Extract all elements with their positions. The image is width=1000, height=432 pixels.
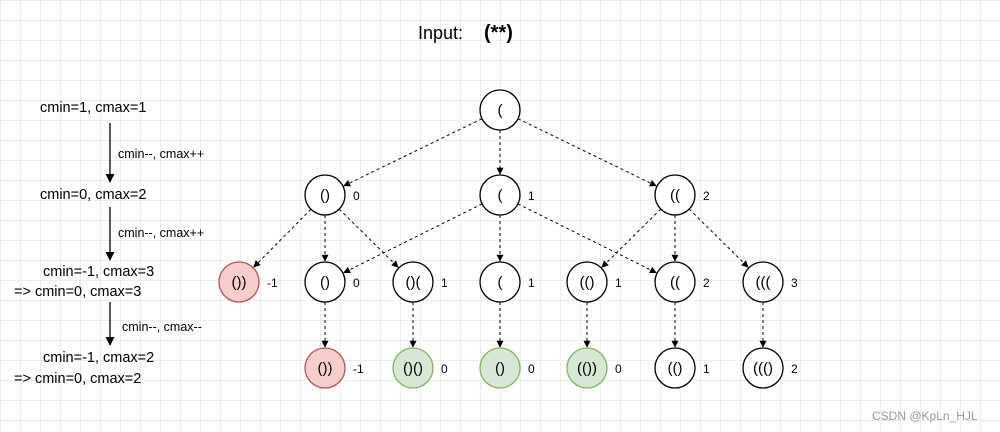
- node-label: (: [498, 274, 503, 291]
- operation-1: cmin--, cmax++: [118, 147, 204, 161]
- node-label: (): [495, 360, 505, 377]
- tree-edges: [253, 118, 767, 348]
- tree-node-l3f: ((() 2: [742, 347, 798, 389]
- tree-edge-root-l1a: [343, 118, 483, 187]
- tree-node-l1c: (( 2: [654, 174, 710, 216]
- tree-node-l2f: (( 2: [654, 261, 710, 303]
- state-2: cmin=0, cmax=2: [40, 187, 146, 203]
- node-open-count: 1: [528, 189, 535, 203]
- node-circle: [742, 261, 784, 303]
- node-open-count: 0: [528, 362, 535, 376]
- state-3-adjusted: => cmin=0, cmax=3: [14, 284, 141, 300]
- node-label: (: [498, 187, 503, 204]
- node-label: ((): [580, 274, 595, 291]
- node-circle: [479, 174, 521, 216]
- tree-nodes: (()0(1((2())-1()0()(1(1(()1((2(((3())-1(…: [218, 89, 798, 389]
- node-label: (): [320, 187, 330, 204]
- node-circle: [392, 347, 434, 389]
- node-circle: [392, 261, 434, 303]
- node-circle: [304, 174, 346, 216]
- tree-edge-l1b-l2f: [517, 203, 657, 274]
- tree-edge-l1b-l2b: [343, 203, 483, 274]
- node-circle: [479, 347, 521, 389]
- node-open-count: 1: [528, 276, 535, 290]
- tree-node-l3c: () 0: [479, 347, 535, 389]
- node-circle: [218, 261, 260, 303]
- node-open-count: 0: [615, 362, 622, 376]
- node-circle: [304, 261, 346, 303]
- node-circle: [742, 347, 784, 389]
- state-1: cmin=1, cmax=1: [40, 100, 146, 116]
- node-open-count: -1: [267, 276, 278, 290]
- left-panel: cmin=1, cmax=1 cmin=0, cmax=2 cmin=-1, c…: [14, 100, 204, 387]
- watermark: CSDN @KpLn_HJL: [872, 409, 978, 423]
- node-label: ()): [232, 274, 247, 291]
- node-circle: [654, 261, 696, 303]
- tree-node-l2b: () 0: [304, 261, 360, 303]
- node-label: (()): [577, 360, 597, 377]
- tree-edge-l1c-l2e: [601, 208, 662, 268]
- tree-node-l2a: ()) -1: [218, 261, 278, 303]
- node-open-count: 0: [353, 276, 360, 290]
- title-prefix: Input:: [418, 23, 463, 43]
- node-open-count: 0: [441, 362, 448, 376]
- node-label: (((: [756, 274, 771, 291]
- node-open-count: 1: [441, 276, 448, 290]
- node-label: (: [498, 102, 503, 119]
- node-open-count: 2: [703, 189, 710, 203]
- node-circle: [304, 347, 346, 389]
- node-open-count: 1: [703, 362, 710, 376]
- node-label: ()(: [406, 274, 421, 291]
- operation-2: cmin--, cmax++: [118, 226, 204, 240]
- node-open-count: 2: [703, 276, 710, 290]
- tree-node-l2c: ()( 1: [392, 261, 448, 303]
- node-circle: [566, 261, 608, 303]
- node-open-count: 3: [791, 276, 798, 290]
- operation-3: cmin--, cmax--: [122, 320, 202, 334]
- node-label: ((): [668, 360, 683, 377]
- node-circle: [654, 347, 696, 389]
- node-open-count: 1: [615, 276, 622, 290]
- tree-node-l2g: ((( 3: [742, 261, 798, 303]
- title-input-value: (**): [484, 22, 513, 44]
- node-circle: [566, 347, 608, 389]
- tree-node-l1a: () 0: [304, 174, 360, 216]
- node-label: (((): [753, 360, 773, 377]
- tree-node-l2d: (1: [479, 261, 535, 303]
- tree-node-l1b: (1: [479, 174, 535, 216]
- state-4-adjusted: => cmin=0, cmax=2: [14, 371, 141, 387]
- state-4: cmin=-1, cmax=2: [43, 350, 154, 366]
- tree-node-l3a: ()) -1: [304, 347, 364, 389]
- node-label: ((: [670, 187, 680, 204]
- tree-edge-root-l1c: [517, 118, 657, 187]
- tree-node-root: (: [479, 89, 521, 131]
- node-label: ()(): [403, 360, 423, 377]
- node-open-count: 2: [791, 362, 798, 376]
- tree-edge-l1c-l2g: [688, 208, 749, 268]
- state-3: cmin=-1, cmax=3: [43, 264, 154, 280]
- tree-edge-l1a-l2c: [338, 208, 399, 268]
- tree-edge-l1a-l2a: [253, 208, 312, 268]
- node-label: ((: [670, 274, 680, 291]
- tree-node-l2e: (() 1: [566, 261, 622, 303]
- node-open-count: 0: [353, 189, 360, 203]
- tree-node-l3d: (()) 0: [566, 347, 622, 389]
- node-open-count: -1: [353, 362, 364, 376]
- node-circle: [479, 261, 521, 303]
- tree-node-l3b: ()() 0: [392, 347, 448, 389]
- node-circle: [479, 89, 521, 131]
- node-circle: [654, 174, 696, 216]
- node-label: (): [320, 274, 330, 291]
- tree-node-l3e: (() 1: [654, 347, 710, 389]
- node-label: ()): [318, 360, 333, 377]
